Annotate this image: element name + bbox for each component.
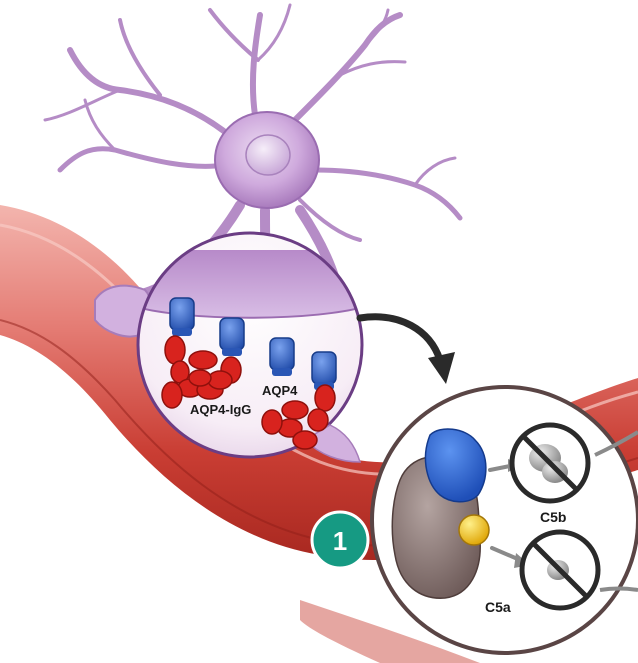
c5-protein — [391, 428, 490, 599]
c5a-blocked — [519, 529, 601, 611]
astrocyte-nucleus — [245, 134, 291, 176]
aqp4-channel — [219, 317, 245, 356]
aqp4-channel — [269, 337, 295, 376]
aqp4-channel — [311, 351, 337, 390]
step-number: 1 — [333, 526, 347, 556]
c5a-yellow-domain — [458, 514, 490, 546]
label-aqp4: AQP4 — [262, 383, 298, 398]
complement-zoom-circle: C5b C5a — [370, 385, 638, 655]
aqp4-channels — [169, 297, 337, 390]
label-c5b: C5b — [540, 509, 566, 525]
magnified-membrane-lens — [136, 231, 364, 463]
label-aqp4-igg: AQP4-IgG — [190, 402, 251, 417]
label-c5a: C5a — [485, 599, 511, 615]
zoom-arrow — [356, 313, 455, 384]
astrocyte-cell-body — [214, 111, 320, 209]
antibody — [261, 384, 336, 450]
antibody — [188, 356, 242, 390]
c5b-blocked — [509, 422, 591, 504]
aqp4-igg-antibodies — [161, 335, 336, 450]
aqp4-channel — [169, 297, 195, 336]
step-badge: 1 — [310, 510, 370, 570]
